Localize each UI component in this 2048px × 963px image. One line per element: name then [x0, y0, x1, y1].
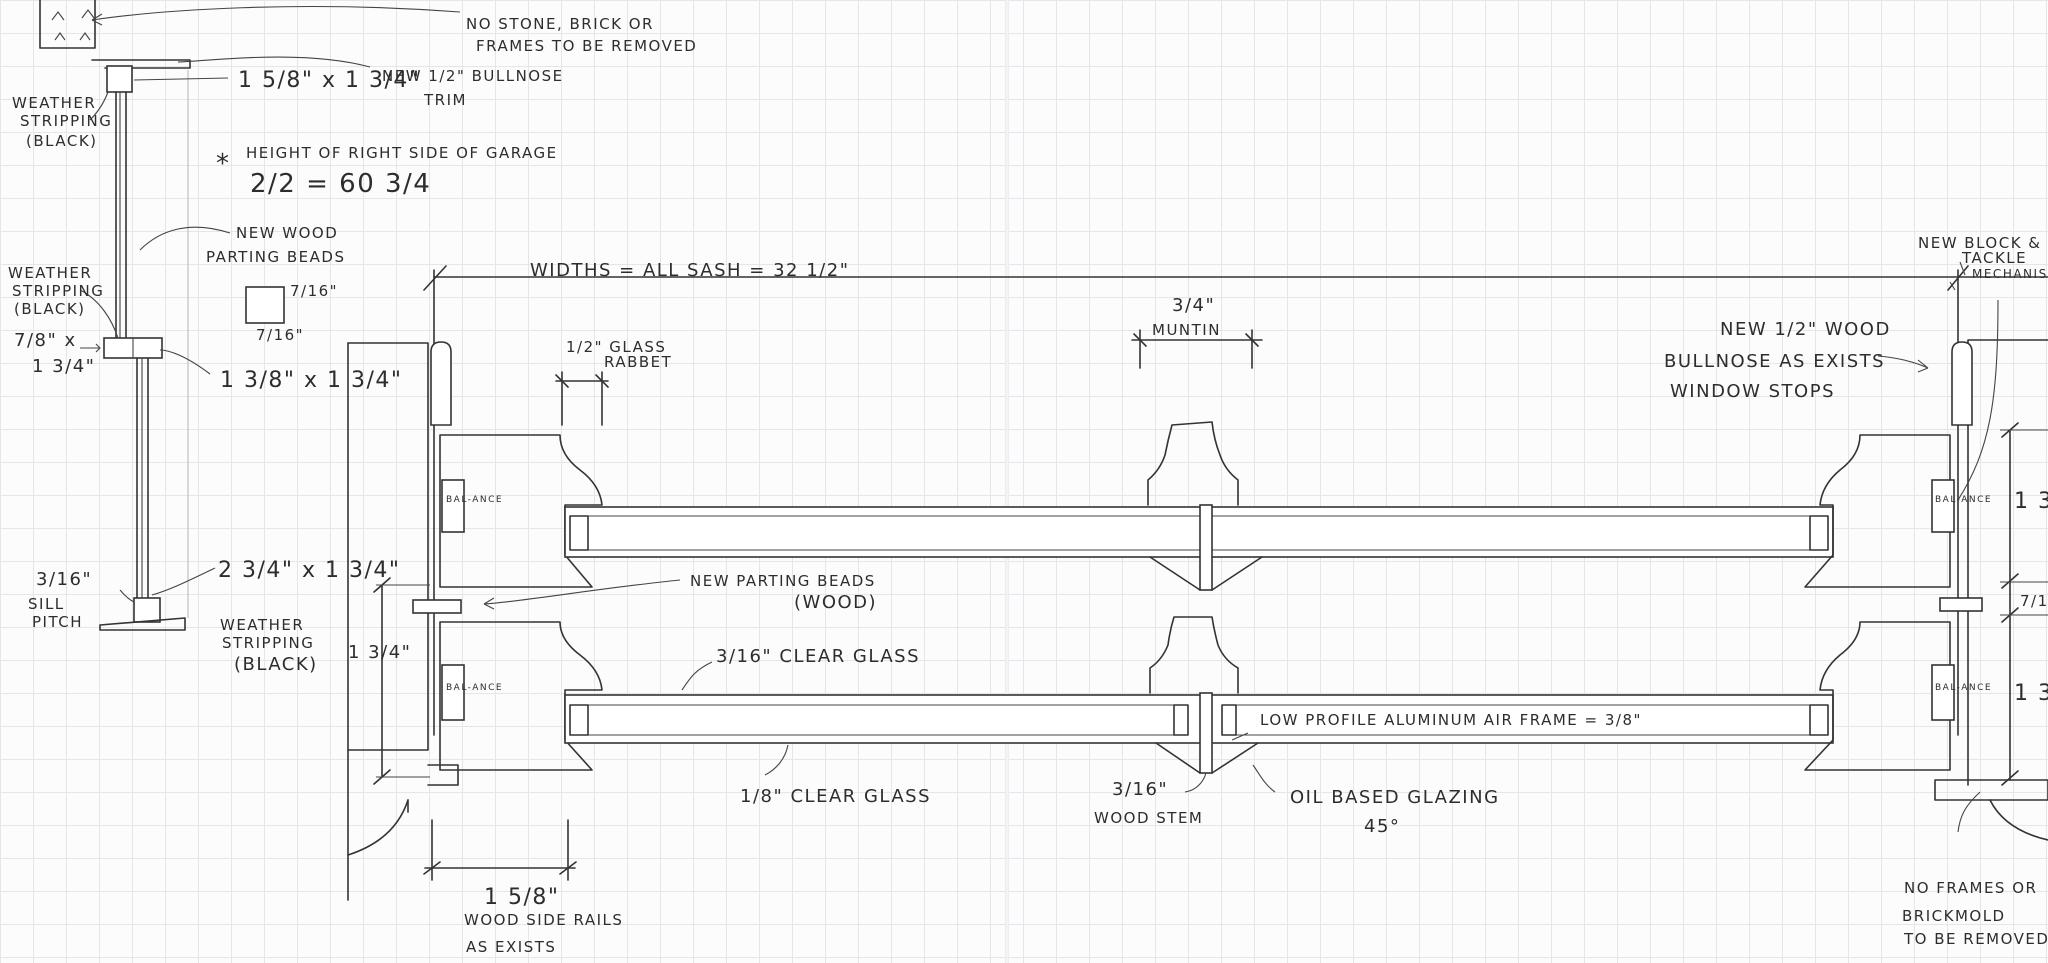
- note-muntin: MUNTIN: [1152, 321, 1221, 339]
- note-height-value: 2/2 = 60 3/4: [250, 169, 431, 199]
- note-wood-side-rails: WOOD SIDE RAILS: [464, 911, 623, 929]
- note-mechanism: MECHANISM: [1972, 267, 2048, 281]
- dim-right-lower: 1 3/4": [2014, 681, 2048, 706]
- note-weather-stripping-top: WEATHER: [12, 94, 96, 112]
- note-weather-stripping-mid: WEATHER: [8, 264, 92, 282]
- dim-right-upper: 1 3/4": [2014, 489, 2048, 514]
- note-bullnose-as-exists: BULLNOSE AS EXISTS: [1664, 351, 1885, 372]
- vertical-section: [39, 0, 461, 631]
- dim-head-stop: 1 5/8" x 1 3/4": [238, 68, 421, 93]
- dim-left-lower: 1 3/4": [348, 642, 411, 663]
- note-stem-dim: 3/16": [1112, 779, 1168, 800]
- dim-widths: WIDTHS = ALL SASH = 32 1/2": [530, 260, 849, 281]
- note-weather-stripping-mid-3: (BLACK): [14, 300, 86, 318]
- dim-bead-b: 7/16": [256, 326, 304, 344]
- note-weather-stripping-bottom: WEATHER: [220, 616, 304, 634]
- note-no-frames: NO FRAMES OR: [1904, 879, 2037, 897]
- note-weather-stripping-top-3: (BLACK): [26, 132, 98, 150]
- note-weather-stripping-bottom-3: (BLACK): [234, 654, 318, 675]
- note-new-wood-bullnose: NEW 1/2" WOOD: [1720, 319, 1891, 340]
- note-glass-rabbet: 1/2" GLASS: [566, 338, 666, 356]
- balance-label-lower-right: BAL-ANCE: [1935, 683, 1992, 693]
- note-clear-glass-18: 1/8" CLEAR GLASS: [740, 786, 931, 807]
- note-new-wood: NEW WOOD: [236, 224, 338, 242]
- asterisk-mark: *: [216, 149, 231, 179]
- note-height: HEIGHT OF RIGHT SIDE OF GARAGE: [246, 144, 558, 162]
- note-weather-stripping-top-2: STRIPPING: [20, 112, 112, 130]
- note-wood-stem: WOOD STEM: [1094, 809, 1203, 827]
- note-new-bullnose-trim: TRIM: [423, 91, 467, 109]
- note-frames-removed: FRAMES TO BE REMOVED: [476, 37, 697, 55]
- dim-bottom-rail: 2 3/4" x 1 3/4": [218, 558, 401, 583]
- dim-7-8-b: 1 3/4": [32, 356, 95, 377]
- note-window-stops: WINDOW STOPS: [1670, 381, 1835, 402]
- note-weather-stripping-mid-2: STRIPPING: [12, 282, 104, 300]
- note-sill-dim: 3/16": [36, 569, 92, 590]
- dim-meeting-rail: 1 3/8" x 1 3/4": [220, 368, 403, 393]
- note-rabbet: RABBET: [604, 353, 672, 371]
- note-clear-glass-316: 3/16" CLEAR GLASS: [716, 646, 920, 667]
- balance-label-upper-right: BAL-ANCE: [1935, 495, 1992, 505]
- note-brickmold: BRICKMOLD: [1902, 907, 2006, 925]
- note-as-exists: AS EXISTS: [466, 938, 556, 956]
- note-glazing-angle: 45°: [1364, 816, 1400, 837]
- dim-bead-a: 7/16": [290, 282, 338, 300]
- balance-label-lower-left: BAL-ANCE: [446, 683, 503, 693]
- note-to-be-removed: TO BE REMOVED: [1903, 930, 2048, 948]
- note-new-block: NEW BLOCK &: [1918, 234, 2042, 252]
- balance-label-upper-left: BAL-ANCE: [446, 495, 503, 505]
- page-fold: [1005, 0, 1009, 963]
- note-sill: SILL: [28, 595, 65, 613]
- note-pitch: PITCH: [32, 613, 83, 631]
- note-new-parting-beads-wood: (WOOD): [794, 592, 877, 613]
- dim-side-rails: 1 5/8": [484, 885, 560, 910]
- plan-section: [347, 261, 2048, 901]
- dim-right-mid: 7/16": [2020, 592, 2048, 610]
- note-oil-glazing: OIL BASED GLAZING: [1290, 787, 1500, 808]
- note-new-bullnose: NEW 1/2" BULLNOSE: [382, 67, 564, 85]
- dim-7-8: 7/8" x: [14, 330, 77, 351]
- dim-muntin: 3/4": [1172, 295, 1215, 316]
- note-parting-beads: PARTING BEADS: [206, 248, 345, 266]
- note-low-profile: LOW PROFILE ALUMINUM AIR FRAME = 3/8": [1260, 711, 1642, 729]
- note-new-parting-beads: NEW PARTING BEADS: [690, 572, 876, 590]
- annotations: NO STONE, BRICK OR FRAMES TO BE REMOVED …: [8, 15, 2048, 956]
- note-weather-stripping-bottom-2: STRIPPING: [222, 634, 314, 652]
- note-no-stone: NO STONE, BRICK OR: [466, 15, 654, 33]
- note-tackle: TACKLE: [1961, 249, 2027, 267]
